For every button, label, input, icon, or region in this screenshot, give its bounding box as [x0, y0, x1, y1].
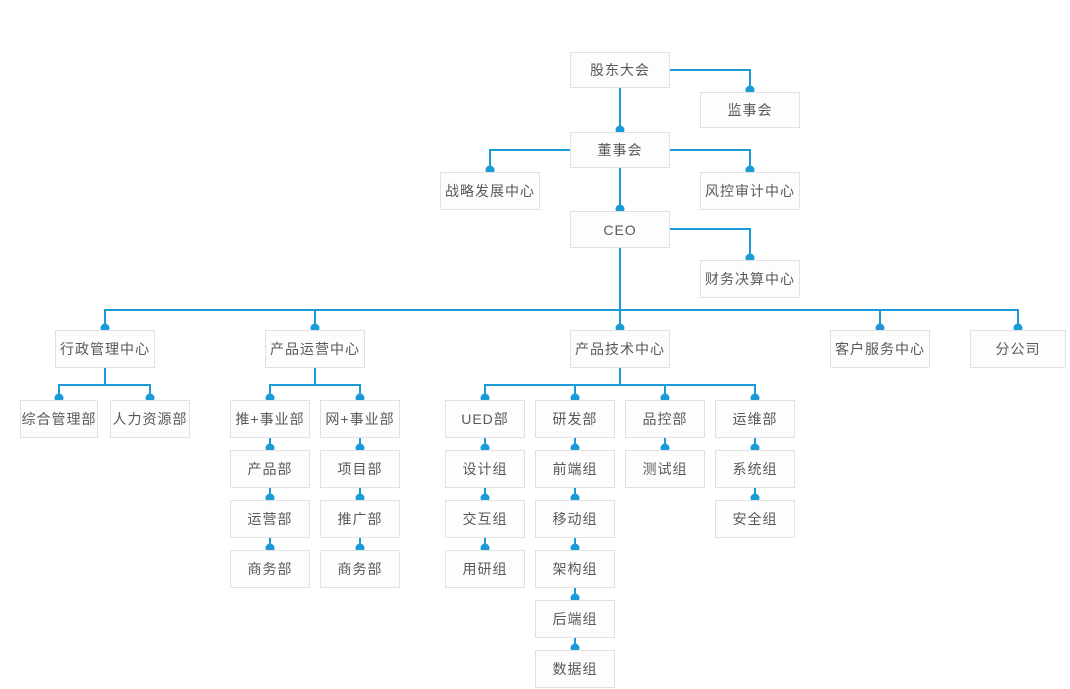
node-testing-group: 测试组 [625, 450, 705, 488]
node-tui-business-unit: 推+事业部 [230, 400, 310, 438]
node-strategy-development-center: 战略发展中心 [440, 172, 540, 210]
node-user-research-group: 用研组 [445, 550, 525, 588]
node-architecture-group: 架构组 [535, 550, 615, 588]
node-financial-settlement-center: 财务决算中心 [700, 260, 800, 298]
node-board-of-directors: 董事会 [570, 132, 670, 168]
node-wang-business-unit: 网+事业部 [320, 400, 400, 438]
node-system-group: 系统组 [715, 450, 795, 488]
node-promotion-dept: 推广部 [320, 500, 400, 538]
node-mobile-group: 移动组 [535, 500, 615, 538]
node-backend-group: 后端组 [535, 600, 615, 638]
node-operations-maintenance-dept: 运维部 [715, 400, 795, 438]
node-ued-dept: UED部 [445, 400, 525, 438]
node-risk-audit-center: 风控审计中心 [700, 172, 800, 210]
node-product-dept: 产品部 [230, 450, 310, 488]
node-admin-management-center: 行政管理中心 [55, 330, 155, 368]
node-data-group: 数据组 [535, 650, 615, 688]
node-business-dept-1: 商务部 [230, 550, 310, 588]
node-general-management-dept: 综合管理部 [20, 400, 98, 438]
node-interaction-group: 交互组 [445, 500, 525, 538]
node-ceo: CEO [570, 211, 670, 248]
node-rd-dept: 研发部 [535, 400, 615, 438]
node-product-operations-center: 产品运营中心 [265, 330, 365, 368]
node-product-technology-center: 产品技术中心 [570, 330, 670, 368]
node-shareholders-meeting: 股东大会 [570, 52, 670, 88]
node-business-dept-2: 商务部 [320, 550, 400, 588]
node-quality-control-dept: 品控部 [625, 400, 705, 438]
node-operations-dept: 运营部 [230, 500, 310, 538]
node-design-group: 设计组 [445, 450, 525, 488]
node-project-dept: 项目部 [320, 450, 400, 488]
node-branch-company: 分公司 [970, 330, 1066, 368]
node-security-group: 安全组 [715, 500, 795, 538]
node-frontend-group: 前端组 [535, 450, 615, 488]
node-hr-dept: 人力资源部 [110, 400, 190, 438]
node-supervisory-board: 监事会 [700, 92, 800, 128]
node-customer-service-center: 客户服务中心 [830, 330, 930, 368]
